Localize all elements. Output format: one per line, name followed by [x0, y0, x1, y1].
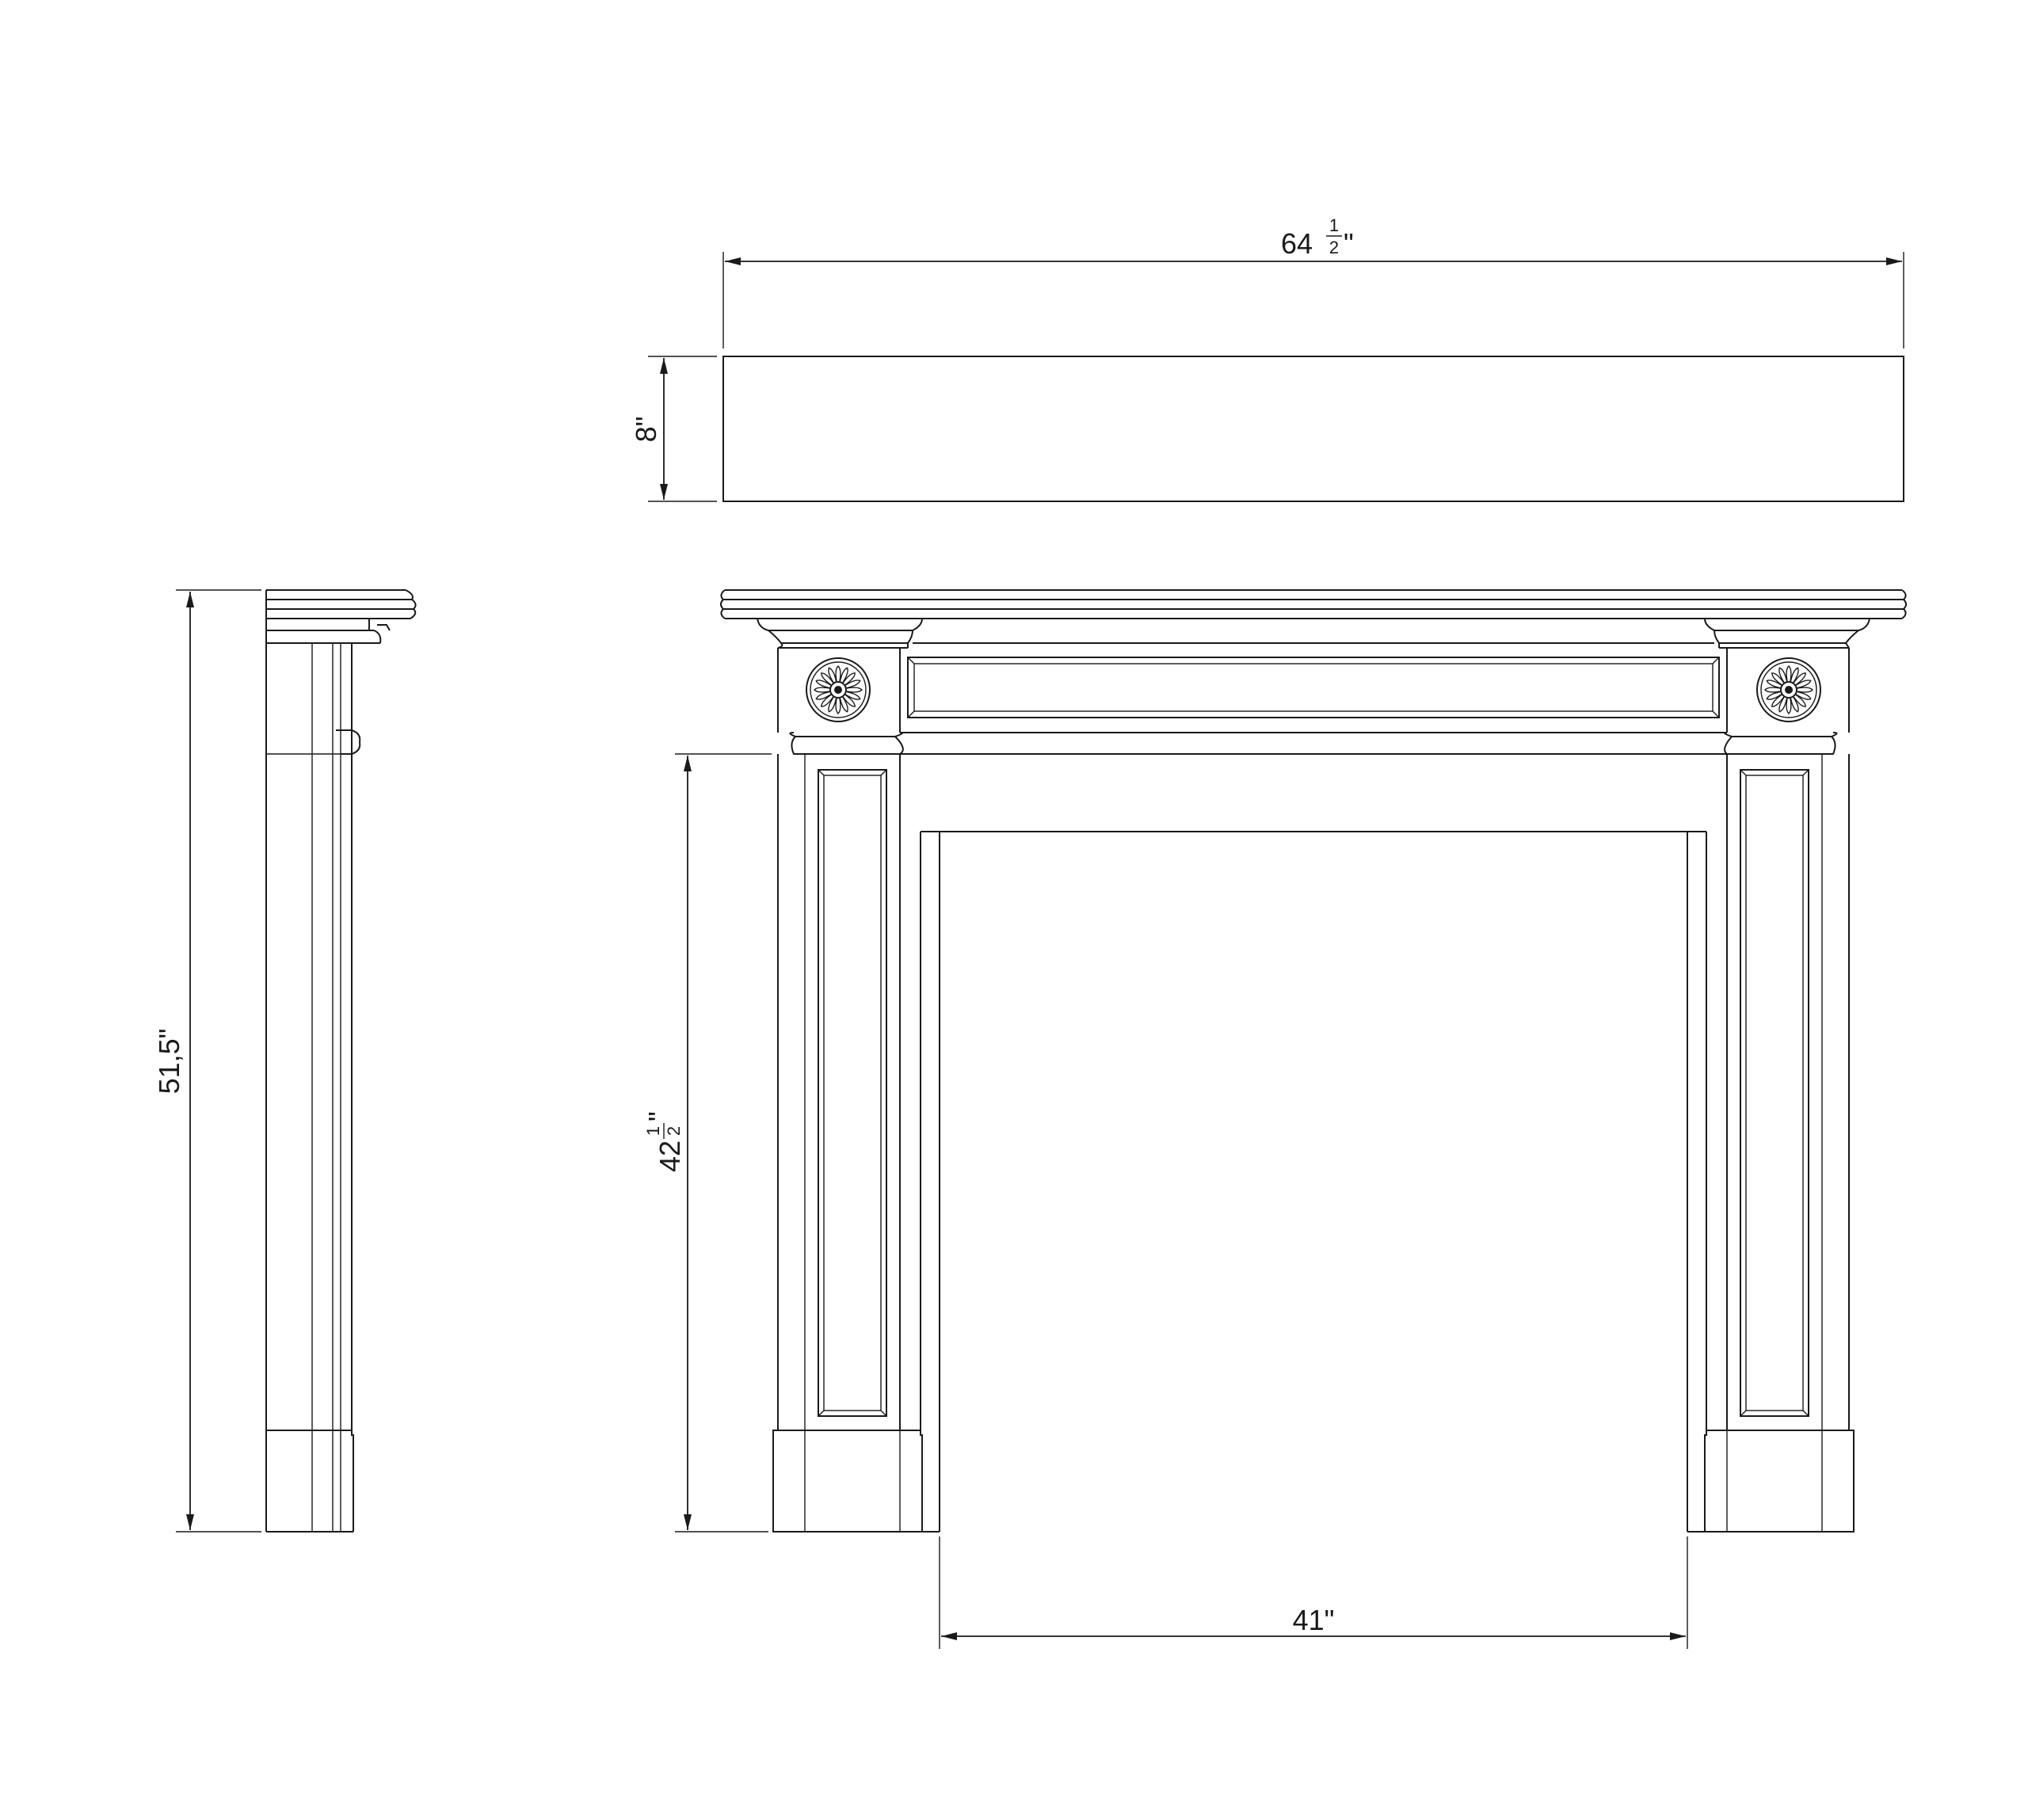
shelf-height-dimension: 8" [630, 356, 717, 502]
rosette-outer-ring [1756, 657, 1821, 722]
rosette-petal [1764, 687, 1781, 693]
left-panel-miter-bl [818, 1410, 825, 1417]
rosette-petal [1797, 687, 1813, 693]
shelf-height-label: 8" [630, 417, 662, 443]
frieze-panel-miter-tl [907, 657, 915, 664]
rosette-center-ring [829, 681, 847, 699]
overall-height-label: 51,5" [153, 1029, 185, 1095]
rosette-petal [1778, 667, 1788, 683]
opening-height-fraction-num: 1 [643, 1126, 663, 1136]
right-capital [1724, 732, 1838, 755]
front-shelf-right-nose [1901, 589, 1907, 619]
rosette-petal [1771, 672, 1785, 686]
right-panel-miter-bl [1740, 1410, 1747, 1417]
left-panel-miter-tl [818, 769, 825, 776]
rosette-petal [835, 665, 841, 682]
rosette-petal [1778, 696, 1788, 713]
rosette-petal [1790, 667, 1799, 683]
rosette-outer-ring [806, 657, 871, 722]
opening-height-dimension: 42 1 2 " [642, 753, 772, 1533]
top-view [722, 356, 1904, 502]
rosette-petal [828, 696, 837, 713]
rosette-petal [821, 694, 834, 707]
rosette-center-dot [834, 686, 842, 694]
overall-height-dimension: 51,5" [153, 589, 261, 1533]
rosette-petal [815, 680, 832, 689]
rosette-petal [1793, 672, 1806, 686]
left-panel-miter-tr [880, 769, 887, 776]
rosette-petal [814, 687, 830, 693]
overall-width-label: 64 [1281, 227, 1313, 260]
front-cornice-right [1704, 618, 1870, 649]
opening-width-label: 41" [1293, 1604, 1335, 1636]
frieze-panel-miter-br [1712, 710, 1720, 718]
frieze-panel-miter-bl [907, 710, 915, 718]
rosette-petal [835, 698, 841, 714]
side-shelf-nose [405, 589, 417, 619]
rosette-petal [842, 694, 856, 707]
rosette-petal [1786, 698, 1792, 714]
front-elevation [720, 589, 1907, 1533]
left-rosette [806, 657, 871, 722]
right-panel-miter-tr [1802, 769, 1809, 776]
right-pilaster-panel-inner [1745, 775, 1804, 1411]
opening-height-label-group: 42 1 2 " [642, 1111, 686, 1172]
frieze-panel-outer [907, 657, 1720, 718]
rosette-petal [821, 672, 834, 686]
right-pilaster-panel-outer [1740, 769, 1809, 1417]
rosette-center-dot [1785, 686, 1793, 694]
side-capital-bump [336, 729, 361, 755]
rosette-petal [1766, 691, 1782, 700]
opening-height-fraction-den: 2 [664, 1126, 684, 1136]
overall-width-fraction-den: 2 [1329, 238, 1339, 257]
front-cornice-left [757, 618, 923, 649]
right-panel-miter-tl [1740, 769, 1747, 776]
side-view [265, 589, 417, 1533]
rosette-petal [1795, 691, 1812, 700]
rosette-petal [1771, 694, 1785, 707]
overall-width-dimension: 64 1 2 " [722, 215, 1904, 348]
rosette-petal [1766, 680, 1782, 689]
right-rosette [1756, 657, 1821, 722]
left-panel-miter-br [880, 1410, 887, 1417]
opening-height-whole: 42 [654, 1140, 686, 1172]
overall-width-unit: " [1344, 227, 1354, 260]
rosette-petal [846, 687, 863, 693]
left-pilaster-panel-inner [823, 775, 882, 1411]
rosette-inner-ring [1760, 661, 1817, 718]
rosette-petal [839, 667, 848, 683]
rosette-petal [839, 696, 848, 713]
rosette-petal [828, 667, 837, 683]
rosette-inner-ring [810, 661, 867, 718]
side-plinth-front [351, 1430, 354, 1532]
rosette-petal [844, 680, 861, 689]
left-pilaster-panel-outer [818, 769, 887, 1417]
frieze-panel-miter-tr [1712, 657, 1720, 664]
rosette-petal [1795, 680, 1812, 689]
side-cornice-profile [265, 619, 391, 644]
rosette-petal [844, 691, 861, 700]
rosette-petal [1790, 696, 1799, 713]
left-capital [789, 732, 904, 755]
frieze-panel-inner [913, 663, 1714, 712]
rosette-center-ring [1780, 681, 1797, 699]
rosette-petal [1786, 665, 1792, 682]
front-shelf-left-nose [720, 589, 726, 619]
rosette-petal [815, 691, 832, 700]
opening-width-dimension: 41" [939, 1536, 1688, 1649]
overall-width-whole: 64 [1281, 227, 1313, 260]
overall-width-fraction-num: 1 [1329, 215, 1339, 235]
rosette-petal [1793, 694, 1806, 707]
rosette-ornament-icon [1756, 657, 1821, 722]
rosette-petal [842, 672, 856, 686]
shelf-top-outline [722, 356, 1904, 502]
rosette-ornament-icon [806, 657, 871, 722]
right-panel-miter-br [1802, 1410, 1809, 1417]
opening-height-unit: " [642, 1111, 675, 1121]
